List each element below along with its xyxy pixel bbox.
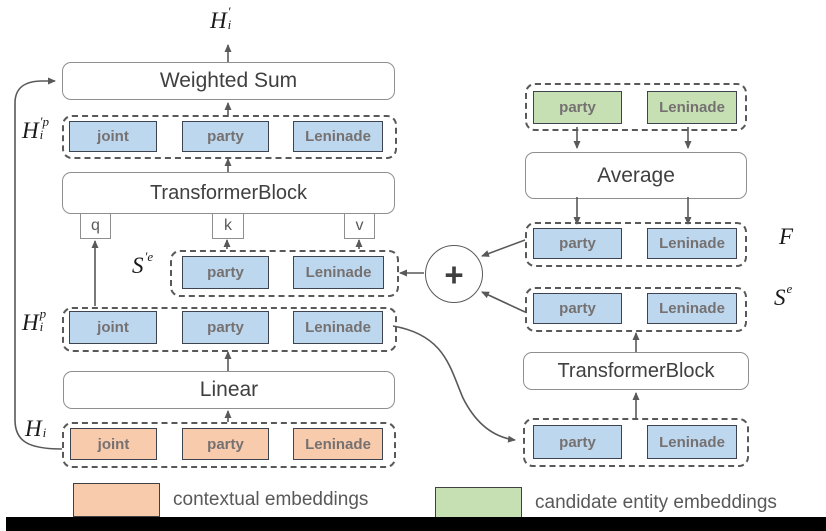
legend-contextual-label: contextual embeddings — [173, 489, 369, 510]
token-leninade: Leninade — [647, 293, 737, 324]
token-party: party — [182, 256, 269, 289]
arrow-f-to-plus — [481, 239, 526, 257]
linear-label: Linear — [199, 378, 259, 401]
plus-icon: + — [444, 255, 464, 293]
transformer-block-left: TransformerBlock — [62, 172, 395, 214]
bottom-black-bar — [6, 517, 826, 531]
label-h-output: H ′i — [210, 4, 232, 33]
token-party: party — [182, 428, 269, 460]
legend-candidate-swatch — [435, 487, 522, 520]
token-leninade: Leninade — [647, 91, 737, 124]
average-label: Average — [597, 163, 675, 187]
average-block: Average — [525, 152, 747, 199]
weighted-sum-block: Weighted Sum — [62, 62, 395, 100]
token-party: party — [533, 425, 622, 459]
legend-candidate-label: candidate entity embeddings — [535, 492, 777, 513]
legend-contextual-swatch — [73, 483, 160, 517]
token-leninade: Leninade — [647, 228, 737, 259]
token-leninade: Leninade — [293, 428, 383, 460]
token-party: party — [533, 91, 622, 124]
label-s-e: S e — [774, 281, 793, 310]
plus-circle: + — [425, 245, 483, 303]
token-leninade: Leninade — [647, 425, 737, 459]
token-joint: joint — [69, 121, 157, 152]
token-party: party — [182, 121, 269, 152]
linear-block: Linear — [63, 371, 395, 409]
query-box: q — [80, 213, 111, 239]
token-party: party — [533, 228, 622, 259]
token-joint: joint — [69, 311, 157, 344]
transformer-block-left-label: TransformerBlock — [149, 181, 308, 204]
arrow-hp-to-candidatesinput — [392, 325, 516, 443]
transformer-block-right-label: TransformerBlock — [557, 359, 715, 382]
label-h-i: H i — [25, 416, 47, 441]
key-box: k — [212, 213, 244, 239]
label-s-prime-e: S ′e — [132, 249, 154, 278]
token-leninade: Leninade — [293, 256, 384, 289]
weighted-sum-label: Weighted Sum — [159, 69, 298, 92]
token-party: party — [182, 311, 269, 344]
token-party: party — [533, 293, 622, 324]
transformer-block-right: TransformerBlock — [523, 352, 749, 390]
label-f: F — [779, 224, 794, 249]
arrow-se-to-plus — [481, 291, 526, 313]
token-leninade: Leninade — [293, 121, 383, 152]
value-box: v — [344, 213, 375, 239]
token-joint: joint — [70, 428, 157, 460]
token-leninade: Leninade — [293, 311, 383, 344]
